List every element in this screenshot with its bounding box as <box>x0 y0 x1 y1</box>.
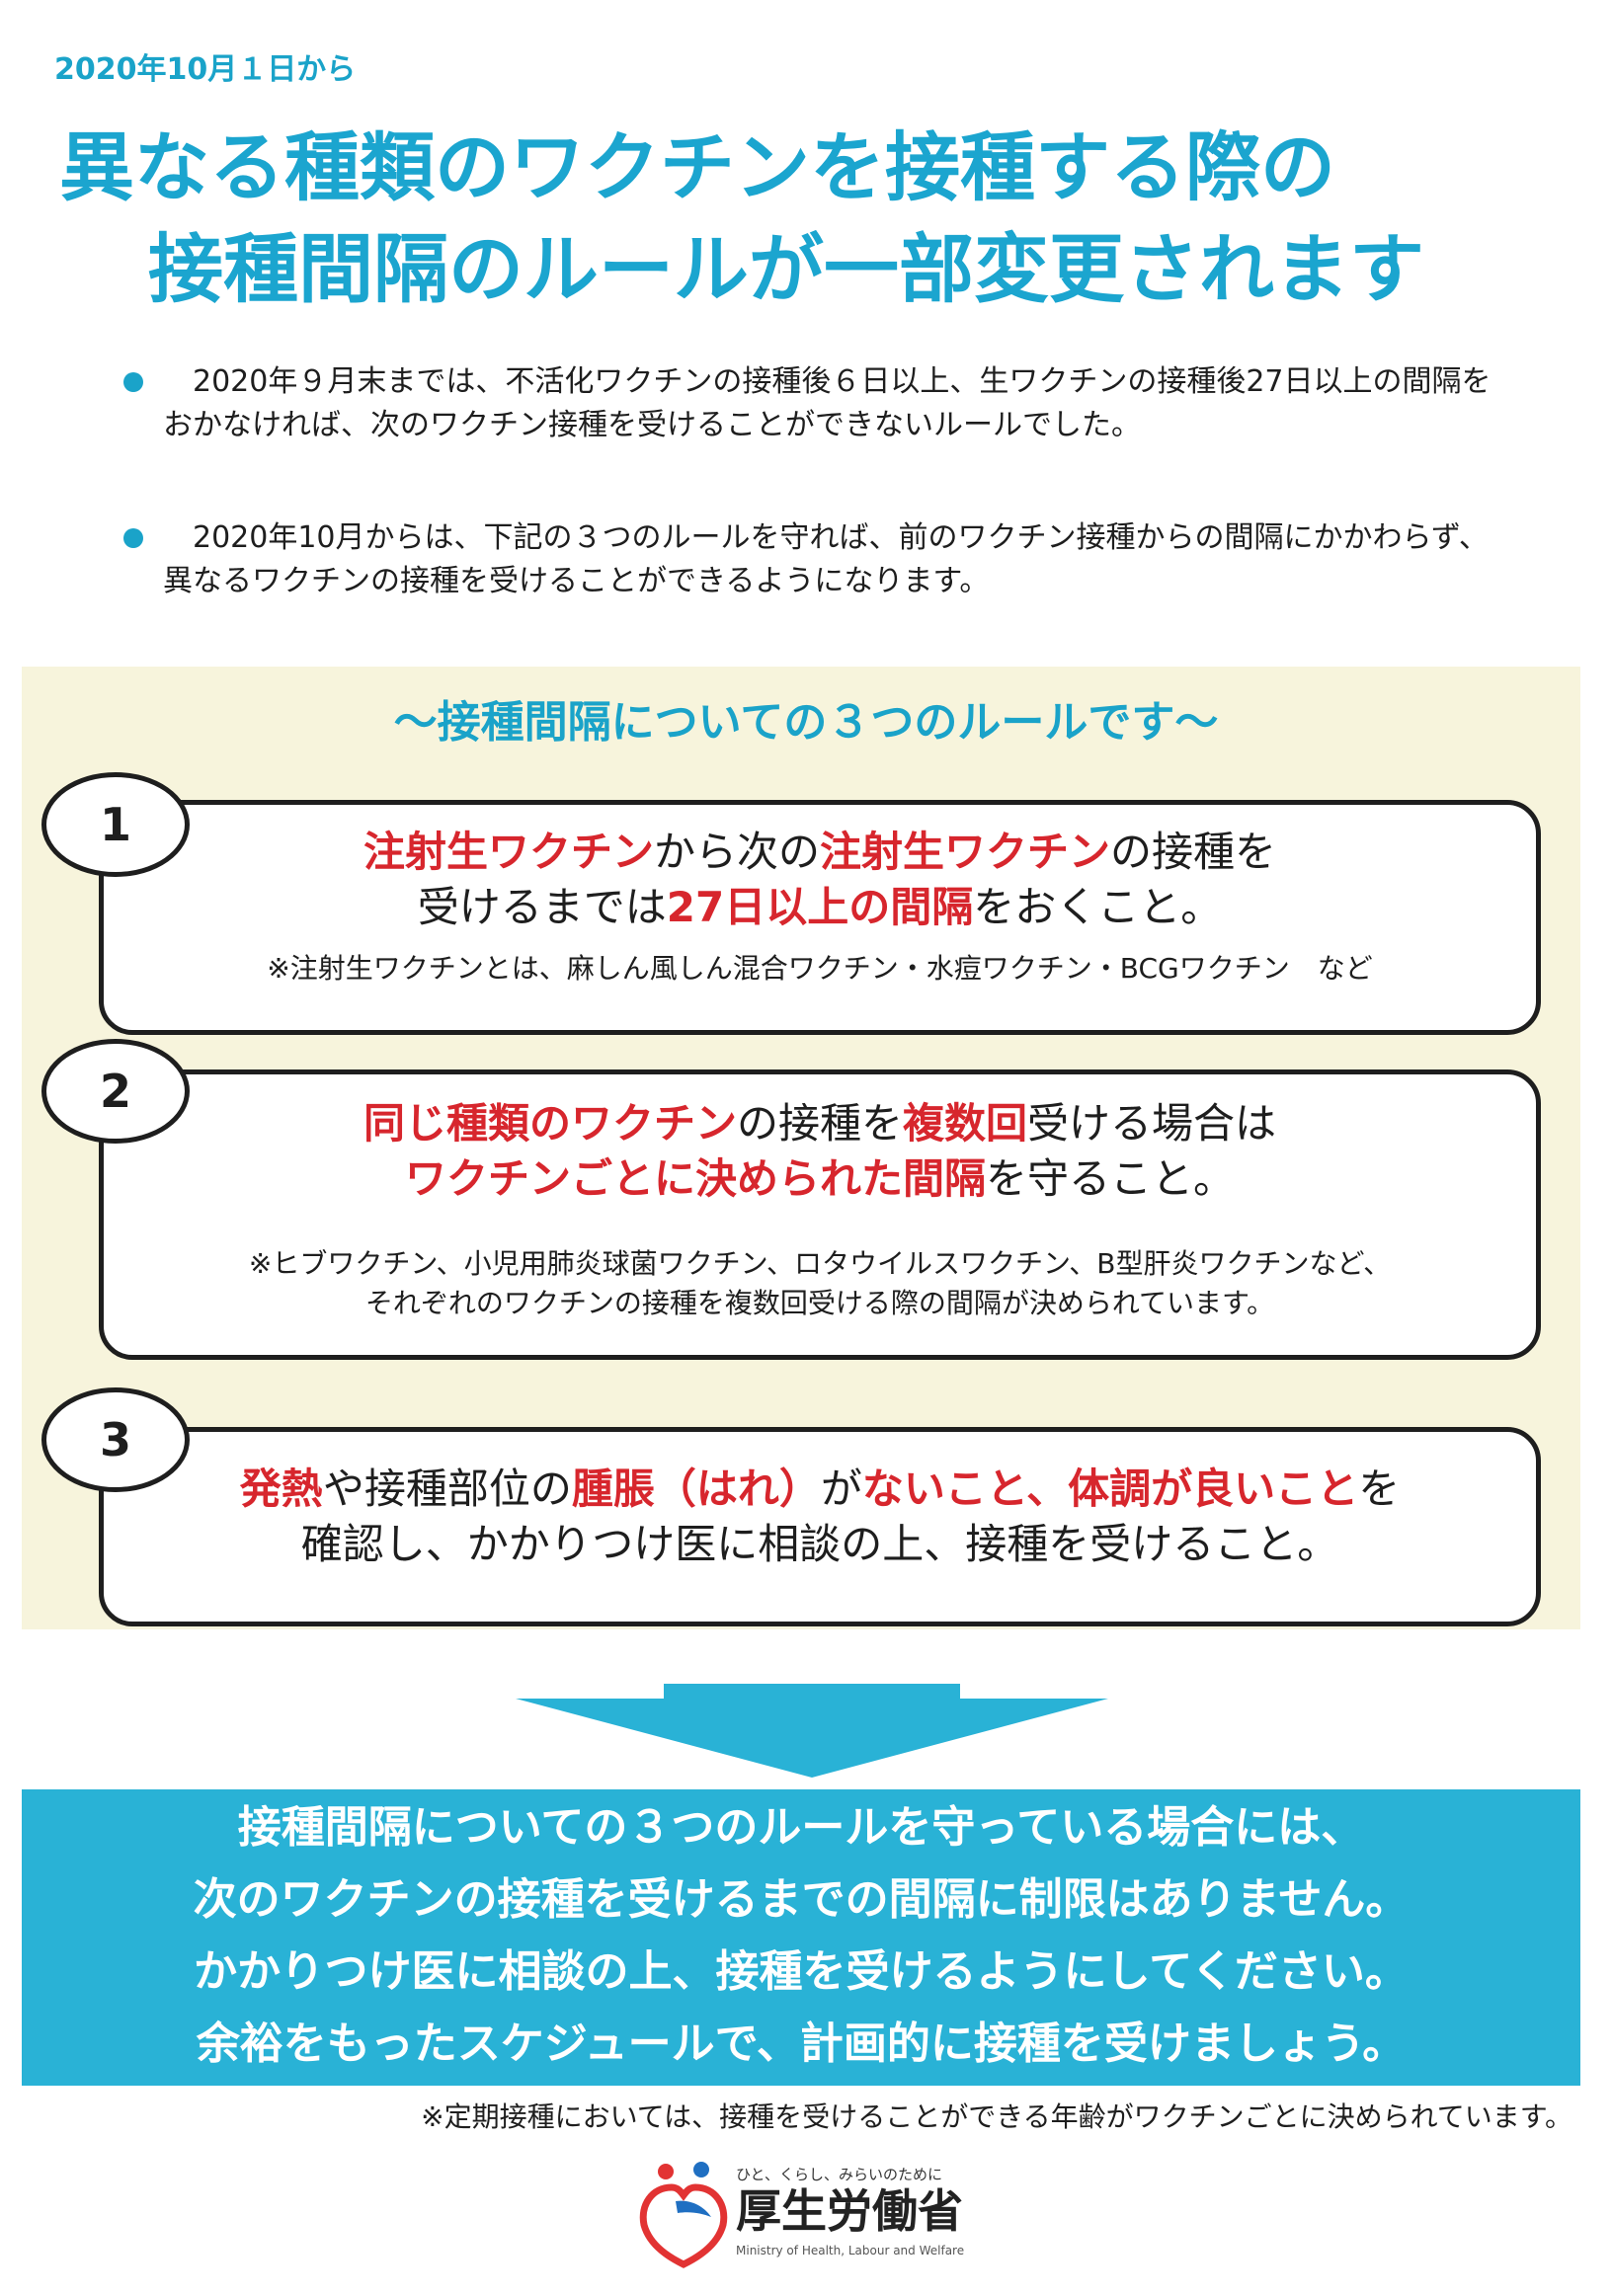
svg-text:ひと、くらし、みらいのために: ひと、くらし、みらいのために <box>736 2166 942 2183</box>
mhlw-logo: ひと、くらし、みらいのために 厚生労働省 Ministry of Health,… <box>639 2162 964 2268</box>
rule-text: をおくこと。 <box>973 883 1223 931</box>
rule-2-line-1: 同じ種類のワクチンの接種を複数回受ける場合は <box>104 1096 1536 1151</box>
rule-note-line: それぞれのワクチンの接種を複数回受ける際の間隔が決められています。 <box>364 1287 1275 1319</box>
rule-number-2: 2 <box>41 1039 190 1144</box>
summary-line: 余裕をもったスケジュールで、計画的に接種を受けましょう。 <box>196 2019 1407 2069</box>
rule-text: 受ける場合は <box>1027 1099 1277 1148</box>
rule-text: の接種を <box>736 1099 903 1148</box>
summary-line: 次のワクチンの接種を受けるまでの間隔に制限はありません。 <box>193 1874 1410 1925</box>
date-label: 2020年10月１日から <box>54 52 357 87</box>
rule-note-line: ※ヒブワクチン、小児用肺炎球菌ワクチン、ロタウイルスワクチン、B型肝炎ワクチンな… <box>248 1247 1392 1280</box>
page-title: 異なる種類のワクチンを接種する際の 接種間隔のルールが一部変更されます <box>59 117 1561 320</box>
rule-1-note: ※注射生ワクチンとは、麻しん風しん混合ワクチン・水痘ワクチン・BCGワクチン な… <box>104 949 1536 989</box>
emphasis-text: ないこと、体調が良いこと <box>861 1465 1359 1513</box>
bullet-text: 2020年10月からは、下記の３つのルールを守れば、前のワクチン接種からの間隔に… <box>163 520 1489 598</box>
emphasis-text: 注射生ワクチン <box>363 828 654 876</box>
rule-text: が <box>820 1465 862 1513</box>
rule-text: や接種部位の <box>322 1465 572 1513</box>
rule-number-3: 3 <box>41 1387 190 1492</box>
rule-number-1: 1 <box>41 772 190 877</box>
rule-box-1: 注射生ワクチンから次の注射生ワクチンの接種を 受けるまでは27日以上の間隔をおく… <box>99 800 1541 1035</box>
rule-text: 確認し、かかりつけ医に相談の上、接種を受けること。 <box>300 1520 1339 1568</box>
rule-note-line: ※注射生ワクチンとは、麻しん風しん混合ワクチン・水痘ワクチン・BCGワクチン な… <box>267 952 1373 985</box>
rule-2-note: ※ヒブワクチン、小児用肺炎球菌ワクチン、ロタウイルスワクチン、B型肝炎ワクチンな… <box>104 1244 1536 1323</box>
arrow-down-icon <box>516 1684 1108 1778</box>
rule-text: の接種を <box>1110 828 1277 876</box>
rule-text: 受けるまでは <box>417 883 667 931</box>
summary-box: 接種間隔についての３つのルールを守っている場合には、 次のワクチンの接種を受ける… <box>22 1789 1580 2086</box>
summary-line: 接種間隔についての３つのルールを守っている場合には、 <box>237 1802 1365 1853</box>
emphasis-text: 発熱 <box>239 1465 323 1513</box>
bullet-item: 2020年９月末までは、不活化ワクチンの接種後６日以上、生ワクチンの接種後27日… <box>123 360 1516 447</box>
rule-text: を <box>1358 1465 1401 1513</box>
rule-1-line-2: 受けるまでは27日以上の間隔をおくこと。 <box>104 880 1536 935</box>
emphasis-text: ワクチンごとに決められた間隔 <box>404 1154 986 1203</box>
rule-3-line-1: 発熱や接種部位の腫脹（はれ）がないこと、体調が良いことを <box>104 1462 1536 1517</box>
emphasis-text: 注射生ワクチン <box>820 828 1111 876</box>
rule-box-3: 発熱や接種部位の腫脹（はれ）がないこと、体調が良いことを 確認し、かかりつけ医に… <box>99 1427 1541 1626</box>
emphasis-text: 同じ種類のワクチン <box>363 1099 737 1148</box>
summary-line: かかりつけ医に相談の上、接種を受けるようにしてください。 <box>194 1946 1409 1997</box>
title-line-2: 接種間隔のルールが一部変更されます <box>148 225 1424 313</box>
bullet-dot-icon <box>123 528 143 548</box>
rule-box-2: 同じ種類のワクチンの接種を複数回受ける場合は ワクチンごとに決められた間隔を守る… <box>99 1069 1541 1360</box>
emphasis-text: 複数回 <box>903 1099 1028 1148</box>
rule-1-line-1: 注射生ワクチンから次の注射生ワクチンの接種を <box>104 825 1536 880</box>
bullet-text: 2020年９月末までは、不活化ワクチンの接種後６日以上、生ワクチンの接種後27日… <box>163 364 1491 442</box>
bullet-item: 2020年10月からは、下記の３つのルールを守れば、前のワクチン接種からの間隔に… <box>123 516 1516 603</box>
rule-2-line-2: ワクチンごとに決められた間隔を守ること。 <box>104 1151 1536 1207</box>
footnote: ※定期接種においては、接種を受けることができる年齢がワクチンごとに決められていま… <box>421 2100 1572 2133</box>
emphasis-text: 腫脹（はれ） <box>571 1465 821 1513</box>
emphasis-text: 27日以上の間隔 <box>666 883 974 931</box>
svg-text:Ministry of Health, Labour and: Ministry of Health, Labour and Welfare <box>736 2244 964 2257</box>
rule-text: から次の <box>653 828 820 876</box>
rule-3-line-2: 確認し、かかりつけ医に相談の上、接種を受けること。 <box>104 1517 1536 1572</box>
heart-logo-icon <box>639 2162 728 2268</box>
bullet-dot-icon <box>123 372 143 392</box>
title-line-1: 異なる種類のワクチンを接種する際の <box>59 123 1335 211</box>
svg-text:厚生労働省: 厚生労働省 <box>736 2184 963 2238</box>
rule-text: を守ること。 <box>986 1154 1236 1203</box>
rules-heading: ～接種間隔についての３つのルールです～ <box>393 697 1219 748</box>
